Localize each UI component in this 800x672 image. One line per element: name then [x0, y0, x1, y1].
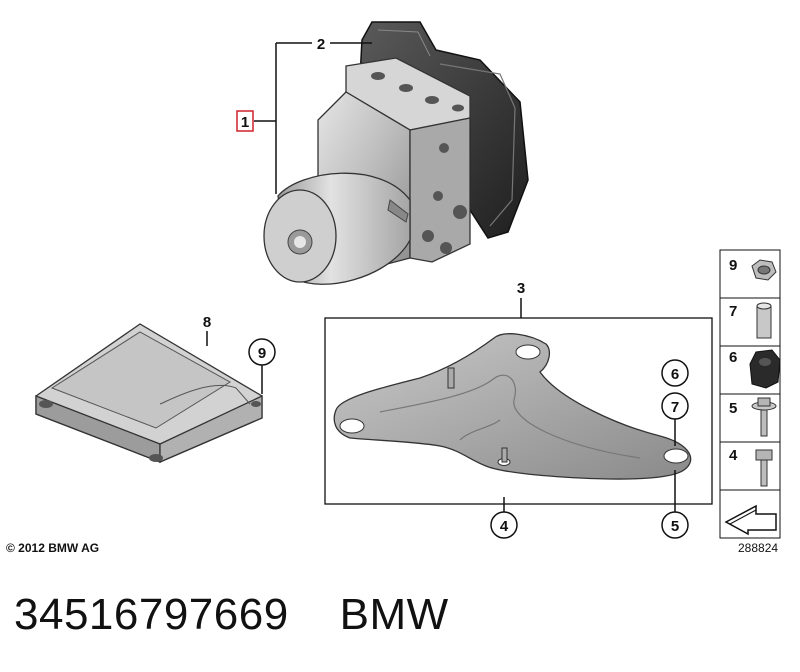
nut-icon — [751, 259, 777, 281]
sidebar-item-6[interactable]: 6 — [729, 349, 781, 389]
rubber-mount-icon — [749, 349, 781, 389]
parts-sidebar — [719, 249, 781, 539]
callout-3-label: 3 — [517, 280, 525, 297]
callout-9-circle[interactable]: 9 — [248, 338, 276, 394]
sidebar-item-9-label: 9 — [729, 257, 737, 274]
callout-8[interactable]: 8 — [203, 314, 211, 346]
sidebar-item-5-label: 5 — [729, 400, 737, 417]
valve-block-side — [409, 117, 471, 263]
callout-9-label: 9 — [258, 345, 266, 362]
callout-2-label: 2 — [317, 36, 325, 53]
callout-6-label: 6 — [671, 366, 679, 383]
hex-bolt-icon — [755, 449, 773, 487]
sidebar-item-4-label: 4 — [729, 447, 738, 464]
sidebar-item-6-label: 6 — [729, 349, 737, 366]
callout-1[interactable]: 1 — [236, 110, 254, 132]
sleeve-icon — [756, 302, 772, 339]
callout-5-label: 5 — [671, 518, 679, 535]
callout-5-circle[interactable]: 5 — [661, 470, 689, 539]
callout-1-label: 1 — [241, 114, 249, 131]
callout-7-circle[interactable]: 7 — [661, 392, 689, 446]
callout-3[interactable]: 3 — [517, 280, 525, 318]
diagram-id: 288824 — [738, 541, 779, 555]
callout-8-label: 8 — [203, 314, 211, 331]
bolt-with-washer-icon — [751, 397, 777, 437]
bracket-frame — [324, 317, 713, 505]
mounting-bracket[interactable] — [333, 333, 692, 480]
brand-name: BMW — [339, 590, 449, 639]
sidebar-item-9[interactable]: 9 — [729, 257, 777, 281]
callout-4-circle[interactable]: 4 — [490, 497, 518, 539]
callout-leaders-1-2 — [254, 42, 372, 194]
callout-2[interactable]: 2 — [317, 36, 325, 53]
sidebar-item-4[interactable]: 4 — [729, 447, 773, 487]
callout-6-circle[interactable]: 6 — [661, 359, 689, 387]
copyright-text: © 2012 BMW AG — [6, 541, 100, 555]
sidebar-item-5[interactable]: 5 — [729, 397, 777, 437]
control-module[interactable] — [35, 323, 263, 463]
sidebar-item-7-label: 7 — [729, 303, 737, 320]
part-line: 34516797669 BMW — [14, 590, 449, 640]
sidebar-item-7[interactable]: 7 — [729, 302, 772, 339]
callout-4-label: 4 — [500, 518, 509, 535]
abs-hydraulic-unit[interactable] — [263, 21, 529, 285]
callout-7-label: 7 — [671, 399, 679, 416]
arrow-icon[interactable] — [724, 504, 777, 536]
part-number[interactable]: 34516797669 — [14, 590, 289, 639]
